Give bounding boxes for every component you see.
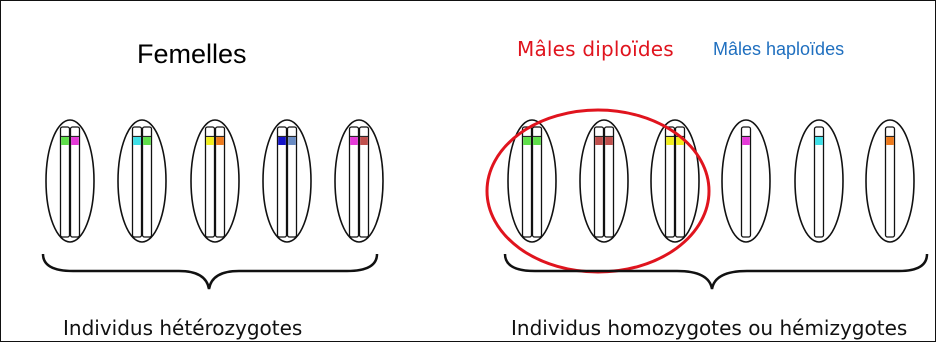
allele-band [71, 137, 79, 145]
haploid-males-label: Mâles haploïdes [713, 39, 844, 60]
allele-band [360, 137, 368, 145]
females-brace [43, 254, 377, 289]
allele-band [533, 137, 541, 145]
individual-female [335, 120, 383, 242]
individual-haploid-male [722, 120, 770, 242]
individuals-layer [46, 120, 914, 242]
individual-female [118, 120, 166, 242]
diploid-males-label: Mâles diploïdes [517, 37, 674, 61]
individual-haploid-male [866, 120, 914, 242]
allele-band [742, 137, 750, 145]
females-label: Femelles [137, 39, 247, 70]
allele-band [350, 137, 358, 145]
individual-female [263, 120, 311, 242]
allele-band [288, 137, 296, 145]
allele-band [815, 137, 823, 145]
allele-band [666, 137, 674, 145]
individual-diploid-male [651, 120, 699, 242]
allele-band [133, 137, 141, 145]
individual-female [191, 120, 239, 242]
individual-female [46, 120, 94, 242]
allele-band [216, 137, 224, 145]
allele-band [143, 137, 151, 145]
individual-haploid-male [795, 120, 843, 242]
allele-band [523, 137, 531, 145]
allele-band [278, 137, 286, 145]
allele-band [206, 137, 214, 145]
allele-band [61, 137, 69, 145]
allele-band [595, 137, 603, 145]
males-brace [505, 254, 927, 289]
allele-band [886, 137, 894, 145]
heterozygous-individuals-label: Individus hétérozygotes [63, 316, 302, 340]
homozygous-hemizygous-individuals-label: Individus homozygotes ou hémizygotes [511, 316, 907, 340]
individual-diploid-male [580, 120, 628, 242]
allele-band [605, 137, 613, 145]
